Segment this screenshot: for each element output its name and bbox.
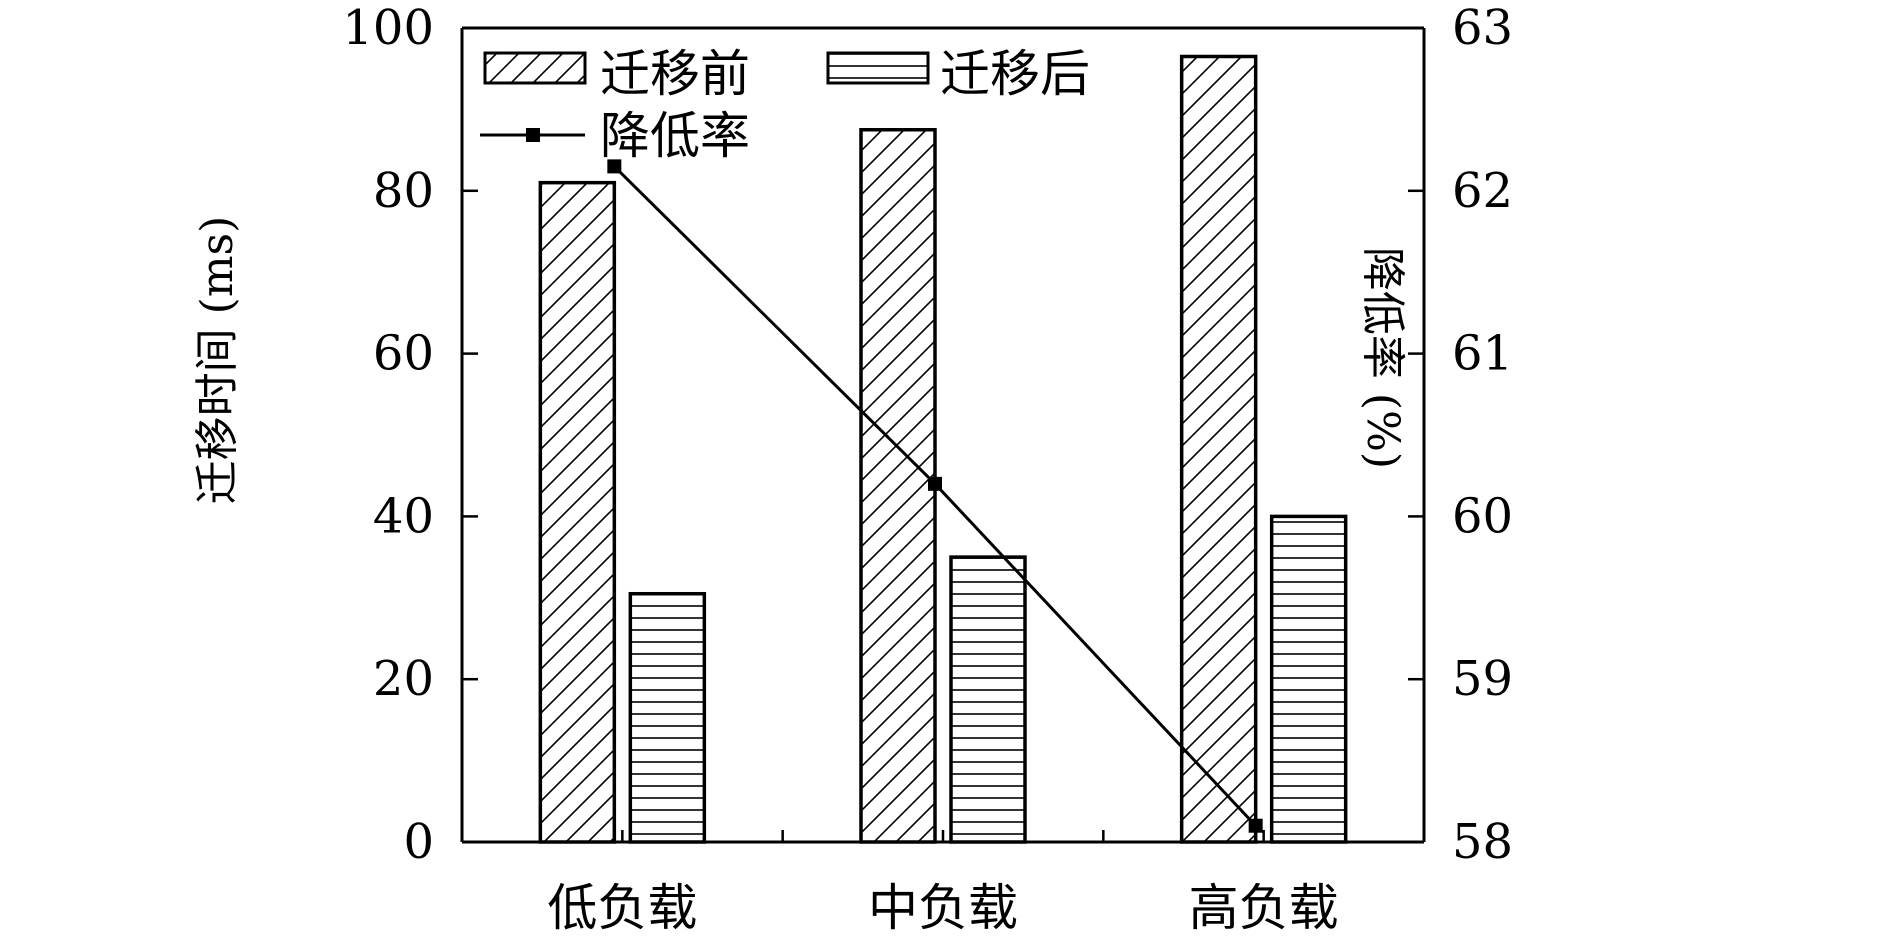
legend-swatch-after: [826, 51, 930, 85]
legend-swatch-rate-marker: [526, 128, 540, 142]
legend-swatch-before: [483, 51, 587, 85]
legend-label-after: 迁移后: [940, 45, 1090, 103]
y2-tick-label-3: 61: [1452, 326, 1513, 382]
legend-label-rate: 降低率: [600, 107, 750, 165]
y-tick-label-1: 20: [373, 651, 434, 707]
y-tick-label-3: 60: [373, 326, 434, 382]
y2-axis-label: 降低率 (%): [1357, 247, 1408, 469]
bar-before-2: [1179, 54, 1258, 844]
y-tick-label-2: 40: [373, 488, 434, 544]
y2-tick-label-0: 58: [1452, 814, 1513, 870]
y2-tick-label-4: 62: [1452, 163, 1513, 219]
x-tick-label-1: 中负载: [868, 879, 1018, 937]
y-tick-label-4: 80: [373, 163, 434, 219]
bar-before-1: [859, 128, 937, 844]
reduction-rate-point-1: [928, 476, 942, 491]
y-axis-label: 迁移时间 (ms): [192, 216, 243, 505]
y2-tick-label-5: 63: [1452, 0, 1513, 56]
bar-after-2: [1269, 514, 1348, 844]
y-tick-label-0: 0: [403, 814, 434, 870]
bar-after-1: [949, 555, 1027, 844]
reduction-rate-point-0: [607, 159, 622, 174]
x-tick-label-2: 高负载: [1189, 879, 1339, 937]
x-tick-label-0: 低负载: [547, 879, 697, 937]
bar-after-0: [628, 591, 707, 844]
y-tick-label-5: 100: [342, 0, 434, 56]
y2-tick-label-2: 60: [1452, 488, 1513, 544]
plot-area: 0 20 40 60 80 100 58 59 60 61 62 63 低负载 中负载 高负载: [342, 0, 1513, 937]
reduction-rate-point-2: [1248, 818, 1263, 833]
bar-before-0: [538, 180, 617, 844]
legend-label-before: 迁移前: [600, 45, 750, 103]
y2-tick-label-1: 59: [1452, 651, 1513, 707]
